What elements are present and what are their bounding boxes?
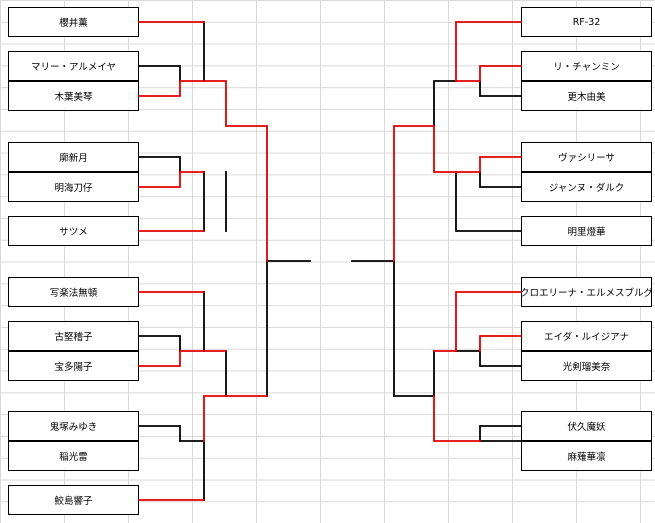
bracket-line [138,65,181,82]
bracket-line [266,260,311,397]
player-box-left-12: 鮫島響子 [8,485,139,515]
bracket-line [138,335,181,352]
bracket-line [479,171,522,188]
bracket-line [455,171,522,232]
bracket-line [138,425,181,442]
bracket-line [455,291,522,352]
bracket-line [138,171,205,188]
bracket-line [138,350,205,367]
bracket-line [138,156,181,173]
player-box-left-9: 宝多陽子 [8,351,139,381]
bracket-line [203,395,268,442]
bracket-line [433,80,457,127]
bracket-line [479,335,522,352]
bracket-line [433,395,481,442]
bracket-line [138,80,268,262]
bracket-line [179,440,205,501]
bracket-line [479,425,522,442]
bracket-line [479,80,522,97]
bracket-line [455,21,522,82]
bracket-line [393,125,522,262]
bracket-line [455,65,522,82]
bracket-line [351,260,435,397]
bracket-line [455,350,522,367]
player-box-left-6: サツメ [8,216,139,246]
